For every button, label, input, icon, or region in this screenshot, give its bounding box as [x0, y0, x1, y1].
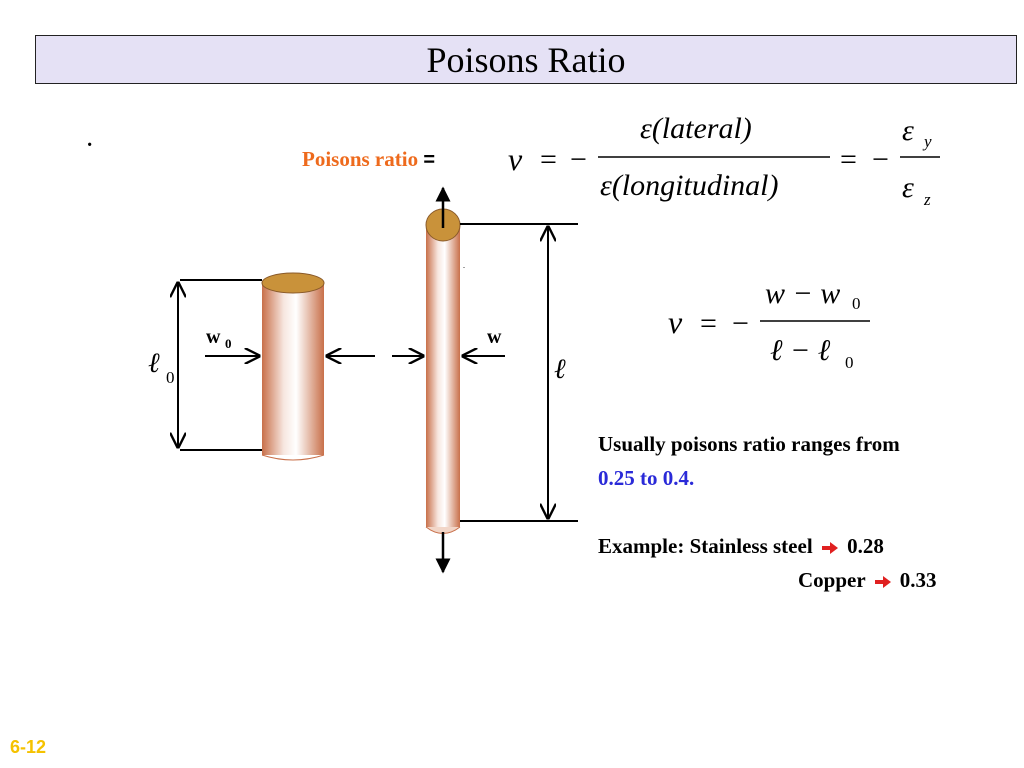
- eq1-numerator: ε(lateral): [640, 112, 752, 145]
- stainless-value: 0.28: [847, 534, 884, 558]
- tiny-mark: .: [463, 261, 465, 270]
- eq1-nu: ν: [508, 141, 523, 177]
- l0-sub: 0: [166, 368, 175, 387]
- copper-value: 0.33: [899, 568, 937, 592]
- eq1-sub-y: y: [922, 132, 932, 151]
- original-cylinder: [261, 272, 325, 461]
- poisson-ratio-label: Poisons ratio =: [302, 147, 435, 172]
- poisson-equation-main: ν = − ε(lateral) ε(longitudinal) = − ε y…: [508, 112, 940, 209]
- range-note-line2: 0.25 to 0.4.: [598, 466, 695, 490]
- eq1-equals-2: =: [840, 143, 857, 176]
- example-copper: Copper 0.33: [798, 568, 937, 593]
- poisson-ratio-text: Poisons ratio: [302, 147, 419, 171]
- l-label: ℓ: [554, 354, 566, 385]
- equals-sign: =: [423, 149, 436, 171]
- eq2-nu: ν: [668, 304, 683, 340]
- eq1-minus-2: −: [872, 143, 889, 176]
- eq1-minus: −: [570, 143, 587, 176]
- poisson-diagram: ℓ 0 w 0 . w ℓ: [148, 186, 578, 574]
- copper-label: Copper: [798, 568, 866, 592]
- example-stainless: Example: Stainless steel 0.28: [598, 534, 884, 559]
- title-bar: Poisons Ratio: [35, 35, 1017, 84]
- range-note-line1: Usually poisons ratio ranges from: [598, 432, 900, 456]
- eq1-equals: =: [540, 143, 557, 176]
- page-title: Poisons Ratio: [426, 39, 626, 80]
- red-arrow-icon: [874, 576, 891, 589]
- eq2-denominator: ℓ − ℓ: [770, 334, 831, 367]
- l0-label: ℓ: [148, 348, 160, 379]
- eq2-numerator: w − w: [765, 277, 840, 310]
- eq1-sub-z: z: [923, 190, 931, 209]
- eq1-epsilon-y: ε: [902, 114, 914, 147]
- stretched-cylinder: [425, 208, 461, 534]
- w-label: w: [487, 326, 502, 348]
- eq2-minus: −: [732, 307, 749, 340]
- poisson-equation-strain: ν = − w − w 0 ℓ − ℓ 0: [668, 277, 870, 372]
- eq2-num-sub: 0: [852, 294, 861, 313]
- bullet-point: ·: [85, 130, 95, 161]
- l0-dimension: [178, 279, 262, 451]
- red-arrow-icon: [821, 542, 838, 555]
- l-dimension: [460, 223, 578, 522]
- example-label: Example: Stainless steel: [598, 534, 813, 558]
- eq1-epsilon-z: ε: [902, 171, 914, 204]
- eq2-equals: =: [700, 307, 717, 340]
- eq1-denominator: ε(longitudinal): [600, 169, 778, 202]
- eq2-den-sub: 0: [845, 353, 854, 372]
- w0-label: w: [206, 326, 221, 348]
- w0-sub: 0: [225, 336, 232, 351]
- slide-number: 6-12: [10, 737, 47, 757]
